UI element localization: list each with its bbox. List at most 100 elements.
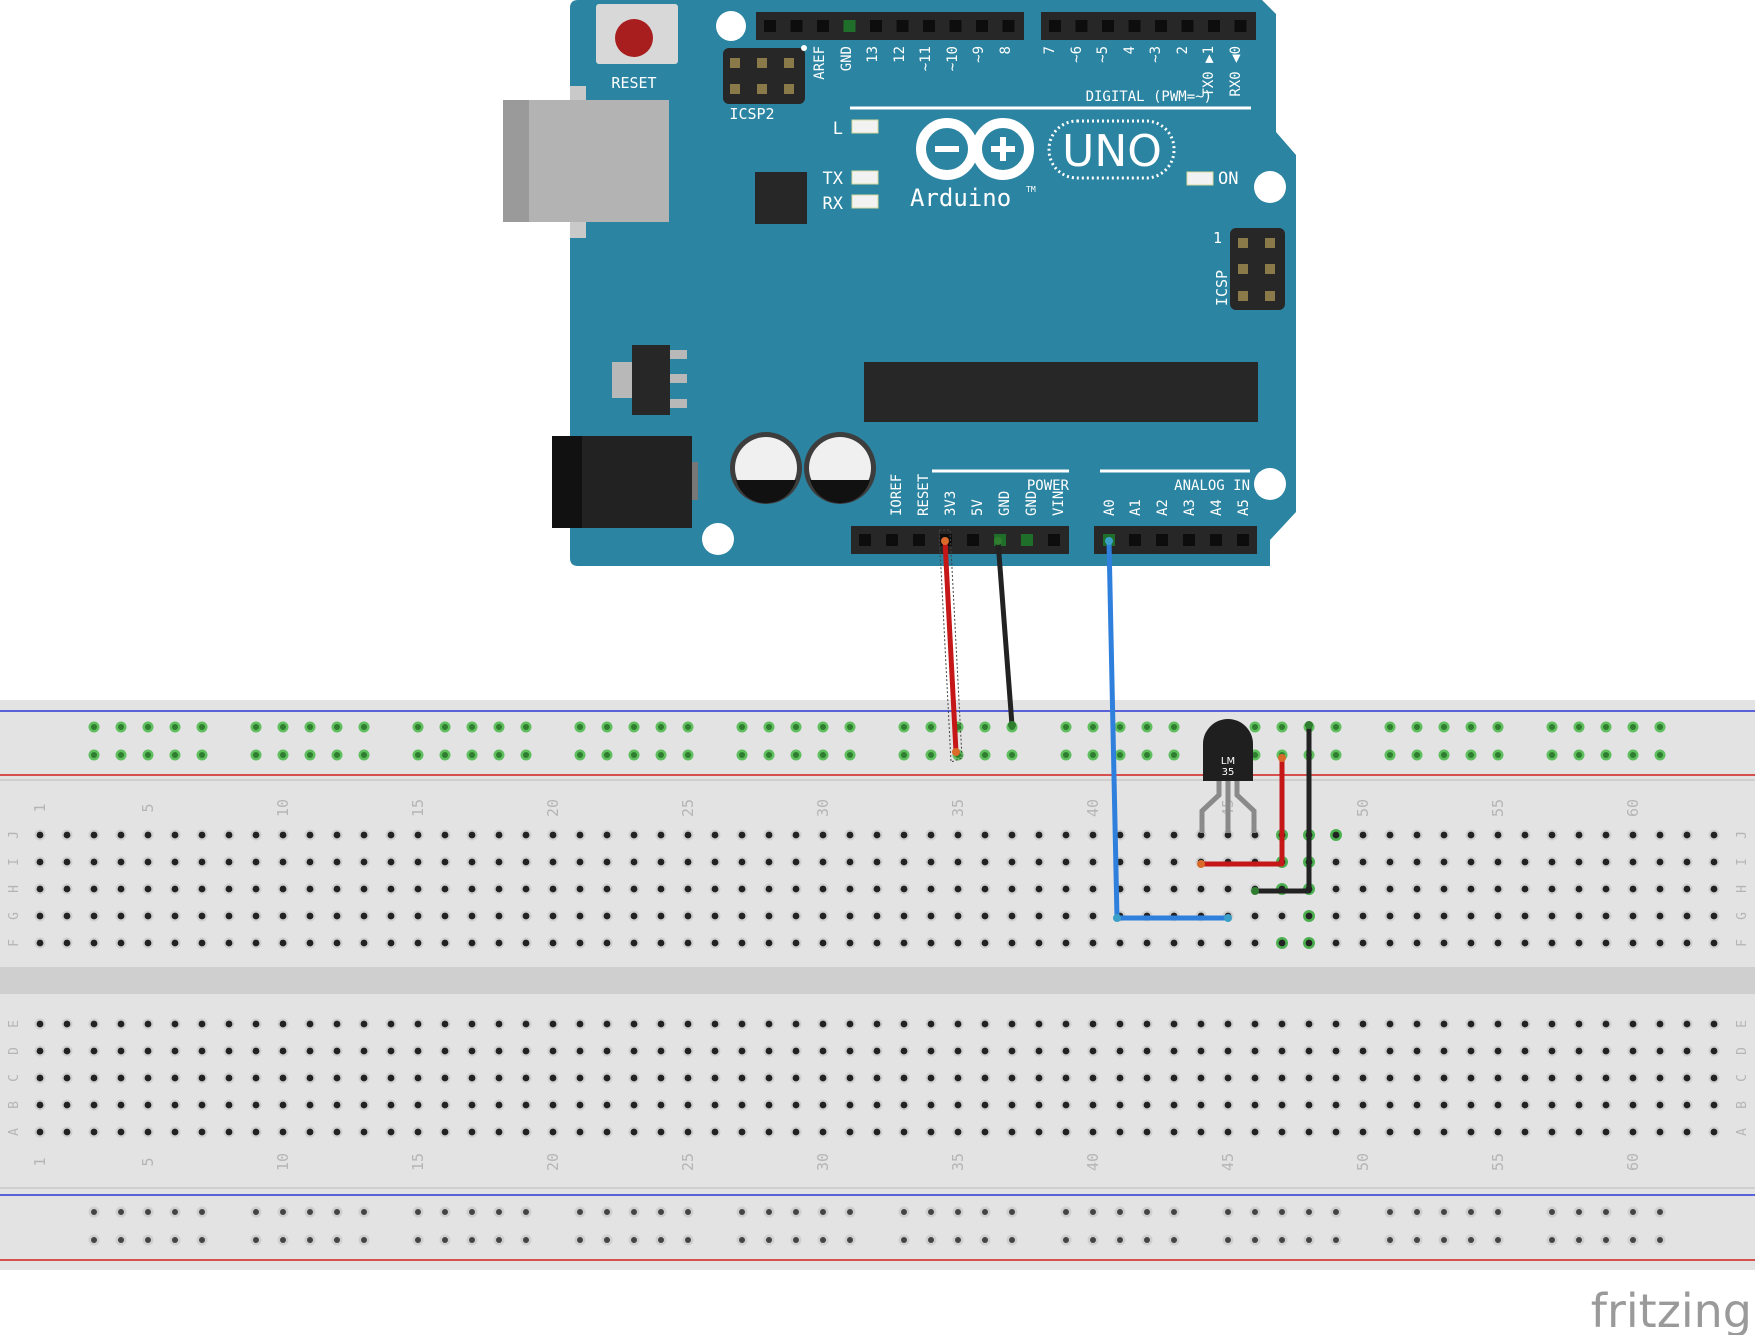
reset-button-cap[interactable] — [615, 19, 653, 57]
rail-hole-center — [361, 1237, 367, 1243]
wire-end[interactable] — [1305, 721, 1313, 729]
wire-end[interactable] — [1278, 754, 1286, 762]
pin-socket[interactable] — [859, 534, 871, 546]
sensor-gnd-wire[interactable] — [1252, 722, 1312, 894]
breadboard-hole-center — [1116, 831, 1124, 839]
breadboard-hole-center — [954, 1101, 962, 1109]
breadboard-hole-center — [495, 1128, 503, 1136]
icsp-pin[interactable] — [1265, 264, 1275, 274]
pin-socket[interactable] — [870, 20, 882, 32]
breadboard-hole-center — [549, 912, 557, 920]
wire-end[interactable] — [952, 748, 960, 756]
icsp-pin[interactable] — [1238, 264, 1248, 274]
breadboard-hole-center — [1062, 858, 1070, 866]
pin-socket[interactable] — [1129, 534, 1141, 546]
pin-socket[interactable] — [843, 20, 856, 32]
pin-socket[interactable] — [1021, 534, 1033, 546]
breadboard-hole-center — [1710, 1101, 1718, 1109]
sensor-vcc-wire[interactable] — [1198, 755, 1285, 867]
breadboard-hole-center — [954, 1047, 962, 1055]
icsp-pin[interactable] — [1238, 238, 1248, 248]
pin-socket[interactable] — [1181, 20, 1194, 32]
pin-socket[interactable] — [1156, 534, 1168, 546]
wire-end[interactable] — [994, 537, 1002, 545]
pin-socket[interactable] — [1048, 534, 1060, 546]
wire-end[interactable] — [1224, 914, 1232, 922]
icsp2-pin[interactable] — [757, 58, 767, 68]
analog-pin-label: A1 — [1128, 499, 1144, 516]
breadboard-hole-center — [1629, 1128, 1637, 1136]
breadboard-hole-center — [1008, 1020, 1016, 1028]
pin-socket[interactable] — [790, 20, 803, 32]
breadboard-hole-center — [360, 831, 368, 839]
usb-connector[interactable] — [503, 100, 669, 222]
breadboard-hole-center — [63, 1101, 71, 1109]
wire-end[interactable] — [1008, 721, 1016, 729]
icsp-pin[interactable] — [1265, 238, 1275, 248]
icsp2-pin[interactable] — [784, 58, 794, 68]
icsp2-pin[interactable] — [730, 58, 740, 68]
wire-end[interactable] — [1197, 860, 1205, 868]
pin-socket[interactable] — [1183, 534, 1195, 546]
breadboard-hole-center — [1440, 1047, 1448, 1055]
pin-socket[interactable] — [1049, 20, 1061, 32]
breadboard-hole-center — [1332, 831, 1340, 839]
icsp-pin[interactable] — [1265, 291, 1275, 301]
pin-socket[interactable] — [967, 534, 979, 546]
breadboard-hole-center — [252, 912, 260, 920]
column-number-label: 1 — [31, 803, 49, 812]
wire-end[interactable] — [1105, 537, 1113, 545]
pin-socket[interactable] — [1208, 20, 1220, 32]
wire-end[interactable] — [1251, 887, 1259, 895]
3v3-wire[interactable] — [942, 538, 959, 755]
breadboard-hole-center — [1143, 939, 1151, 947]
breadboard-hole-center — [90, 885, 98, 893]
breadboard-hole-center — [1197, 1020, 1205, 1028]
pin-socket[interactable] — [1002, 20, 1015, 32]
icsp-pin[interactable] — [1238, 291, 1248, 301]
pin-socket[interactable] — [1128, 20, 1141, 32]
rail-hole-center — [415, 1209, 421, 1215]
breadboard-hole-center — [711, 1074, 719, 1082]
breadboard-hole-center — [333, 939, 341, 947]
breadboard-hole-center — [144, 885, 152, 893]
breadboard-hole-center — [1683, 1128, 1691, 1136]
rail-hole-center — [415, 752, 421, 758]
breadboard-hole-center — [954, 939, 962, 947]
pin-socket[interactable] — [764, 20, 776, 32]
pin-socket[interactable] — [923, 20, 935, 32]
breadboard-hole-center — [1602, 939, 1610, 947]
wire-end[interactable] — [1113, 914, 1121, 922]
pin-socket[interactable] — [1210, 534, 1222, 546]
pin-socket[interactable] — [949, 20, 962, 32]
gnd-wire[interactable] — [995, 538, 1015, 728]
icsp2-pin[interactable] — [730, 84, 740, 94]
pin-socket[interactable] — [1075, 20, 1088, 32]
breadboard-hole-center — [1089, 939, 1097, 947]
breadboard-hole-center — [981, 1128, 989, 1136]
lm35-temperature-sensor[interactable]: LM 35 — [1199, 719, 1257, 833]
breadboard-hole-center — [171, 1101, 179, 1109]
breadboard-hole-center — [1197, 831, 1205, 839]
pin-socket[interactable] — [817, 20, 829, 32]
breadboard-hole-center — [1575, 831, 1583, 839]
icsp2-pin[interactable] — [757, 84, 767, 94]
icsp2-pin[interactable] — [784, 84, 794, 94]
pin-socket[interactable] — [1155, 20, 1167, 32]
breadboard-hole-center — [1548, 1128, 1556, 1136]
pin-socket[interactable] — [1102, 20, 1114, 32]
pin-socket[interactable] — [1237, 534, 1249, 546]
pin-socket[interactable] — [886, 534, 898, 546]
breadboard-hole-center — [468, 1020, 476, 1028]
breadboard-hole-center — [360, 858, 368, 866]
pin-socket[interactable] — [896, 20, 909, 32]
pin-socket[interactable] — [913, 534, 925, 546]
wire-end[interactable] — [941, 537, 949, 545]
breadboard-hole-center — [1278, 1047, 1286, 1055]
breadboard-hole-center — [846, 1020, 854, 1028]
rail-hole-center — [334, 1237, 340, 1243]
breadboard-hole-center — [90, 1101, 98, 1109]
rail-hole-center — [361, 752, 367, 758]
pin-socket[interactable] — [976, 20, 988, 32]
pin-socket[interactable] — [1234, 20, 1247, 32]
